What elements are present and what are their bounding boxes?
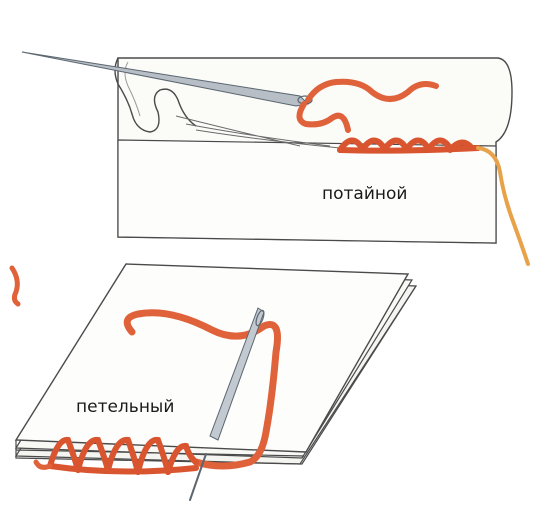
fabric-front-face [118,140,496,243]
caption-blanket-stitch: петельный [76,399,174,416]
caption-blind-stitch: потайной [322,186,407,203]
blind-stitch-panel [22,52,528,264]
thread-fragment [12,268,18,304]
blind-stitch-row [340,140,478,150]
fabric-layers-icon [16,264,408,452]
blanket-stitch-panel [16,264,416,500]
